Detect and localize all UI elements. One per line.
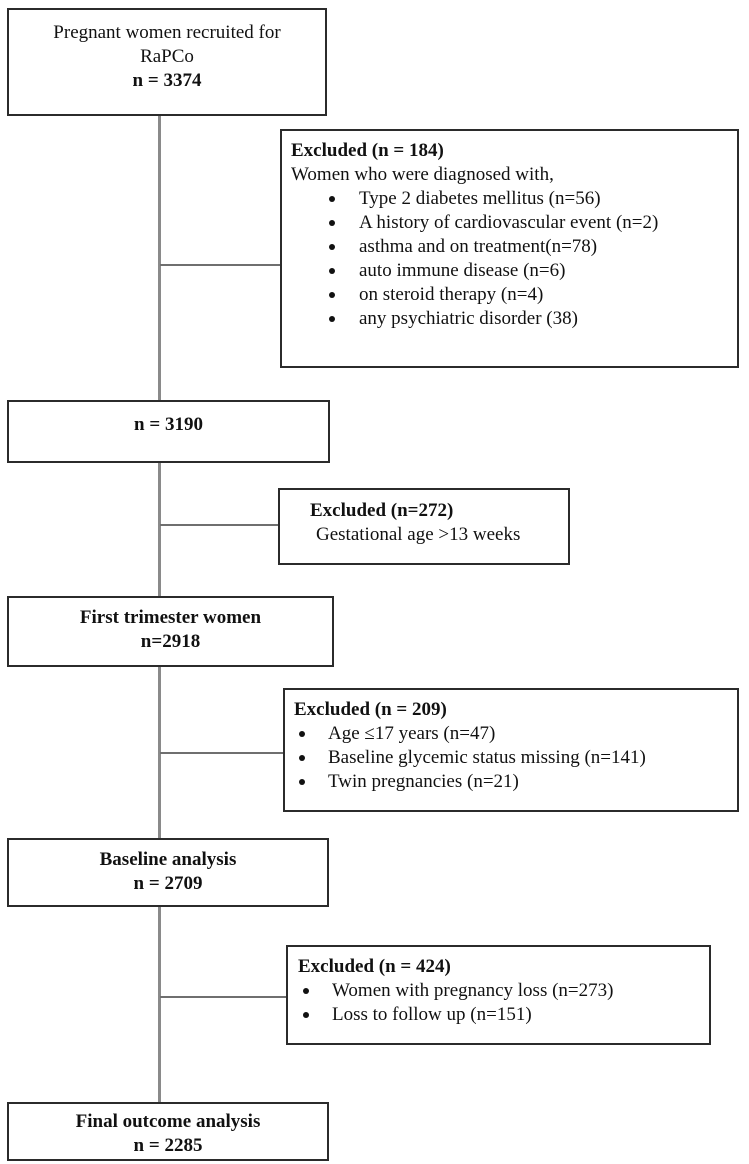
- stage2-box: n = 3190: [7, 400, 330, 463]
- bullet-icon: [329, 316, 335, 322]
- list-item: Age ≤17 years (n=47): [294, 722, 737, 746]
- bullet-icon: [329, 292, 335, 298]
- exclusion-4-title: Excluded (n = 424): [298, 956, 451, 977]
- exclusion-3-list: Age ≤17 years (n=47) Baseline glycemic s…: [294, 722, 737, 794]
- first-trimester-label: First trimester women: [79, 607, 262, 628]
- list-item: Twin pregnancies (n=21): [294, 770, 737, 794]
- final-label: Final outcome analysis: [75, 1111, 261, 1132]
- exclusion-box-2: Excluded (n=272) Gestational age >13 wee…: [278, 488, 570, 565]
- exclusion-2-title: Excluded (n=272): [310, 500, 454, 521]
- exclusion-3-title: Excluded (n = 209): [294, 699, 447, 720]
- exclusion-4-list: Women with pregnancy loss (n=273) Loss t…: [298, 979, 709, 1027]
- final-box: Final outcome analysis n = 2285: [7, 1102, 329, 1161]
- bullet-icon: [329, 220, 335, 226]
- exclusion-box-3: Excluded (n = 209) Age ≤17 years (n=47) …: [283, 688, 739, 812]
- list-item: any psychiatric disorder (38): [291, 307, 737, 331]
- baseline-box: Baseline analysis n = 2709: [7, 838, 329, 907]
- recruited-box: Pregnant women recruited for RaPCo n = 3…: [7, 8, 327, 116]
- connector-exclusion-4: [160, 996, 287, 998]
- exclusion-1-list: Type 2 diabetes mellitus (n=56) A histor…: [291, 187, 737, 331]
- connector-exclusion-1: [160, 264, 281, 266]
- exclusion-2-reason: Gestational age >13 weeks: [316, 524, 521, 545]
- list-item: A history of cardiovascular event (n=2): [291, 211, 737, 235]
- list-item: Type 2 diabetes mellitus (n=56): [291, 187, 737, 211]
- connector-main-1: [158, 115, 161, 400]
- exclusion-box-4: Excluded (n = 424) Women with pregnancy …: [286, 945, 711, 1045]
- exclusion-1-title: Excluded (n = 184): [291, 140, 444, 161]
- list-item: auto immune disease (n=6): [291, 259, 737, 283]
- bullet-icon: [299, 755, 305, 761]
- stage2-count: n = 3190: [134, 414, 203, 435]
- connector-exclusion-2: [160, 524, 279, 526]
- list-item: Women with pregnancy loss (n=273): [298, 979, 709, 1003]
- baseline-count: n = 2709: [133, 873, 203, 894]
- connector-main-4: [158, 906, 161, 1102]
- final-count: n = 2285: [133, 1135, 203, 1156]
- bullet-icon: [303, 1012, 309, 1018]
- first-trimester-box: First trimester women n=2918: [7, 596, 334, 667]
- bullet-icon: [303, 988, 309, 994]
- recruited-count: n = 3374: [132, 70, 202, 91]
- connector-main-2: [158, 462, 161, 596]
- bullet-icon: [329, 196, 335, 202]
- bullet-icon: [329, 268, 335, 274]
- recruited-line2: RaPCo: [140, 46, 194, 67]
- connector-exclusion-3: [160, 752, 284, 754]
- exclusion-box-1: Excluded (n = 184) Women who were diagno…: [280, 129, 739, 368]
- list-item: Baseline glycemic status missing (n=141): [294, 746, 737, 770]
- list-item: on steroid therapy (n=4): [291, 283, 737, 307]
- list-item: asthma and on treatment(n=78): [291, 235, 737, 259]
- bullet-icon: [299, 779, 305, 785]
- list-item: Loss to follow up (n=151): [298, 1003, 709, 1027]
- bullet-icon: [329, 244, 335, 250]
- exclusion-1-intro: Women who were diagnosed with,: [291, 164, 554, 185]
- connector-main-3: [158, 666, 161, 838]
- recruited-line1: Pregnant women recruited for: [53, 22, 281, 43]
- baseline-label: Baseline analysis: [99, 849, 237, 870]
- bullet-icon: [299, 731, 305, 737]
- first-trimester-count: n=2918: [140, 631, 201, 652]
